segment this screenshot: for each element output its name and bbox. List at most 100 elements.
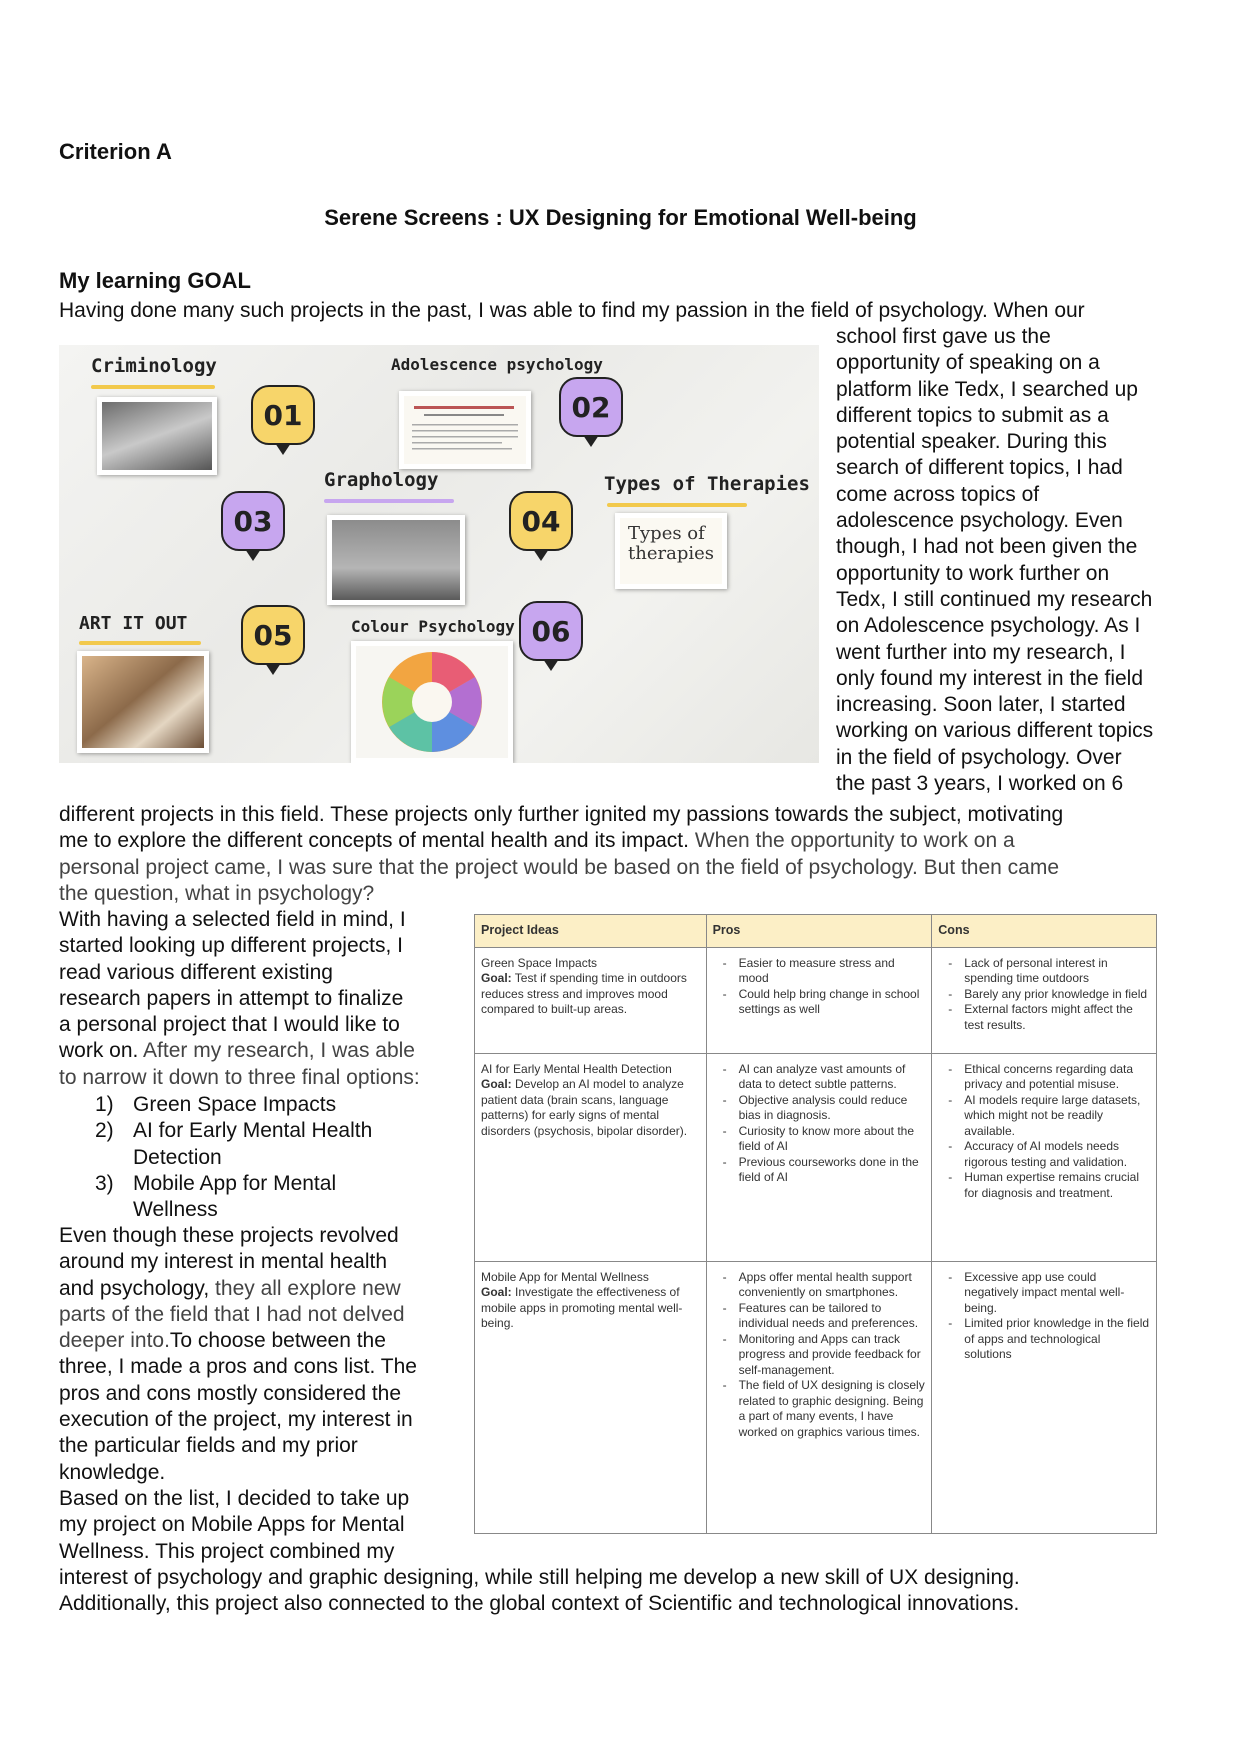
list-item: AI models require large datasets, which … — [948, 1093, 1150, 1140]
project-goal: Goal: Test if spending time in outdoors … — [481, 971, 687, 1016]
number-badge-03: 03 — [221, 491, 285, 561]
adolescence-article-thumbnail — [399, 391, 531, 469]
pros-cell: Easier to measure stress and moodCould h… — [705, 946, 933, 1054]
paragraph-line: Additionally, this project also connecte… — [59, 1592, 1020, 1616]
pros-cell: Apps offer mental health support conveni… — [705, 1260, 933, 1534]
list-item: Curiosity to know more about the field o… — [723, 1124, 926, 1155]
list-item: External factors might affect the test r… — [948, 1002, 1150, 1033]
list-item: AI can analyze vast amounts of data to d… — [723, 1062, 926, 1093]
list-item: Apps offer mental health support conveni… — [723, 1270, 926, 1301]
list-item: Could help bring change in school settin… — [723, 987, 926, 1018]
therapies-card: Types of therapies — [615, 513, 727, 589]
paragraph-line: a personal project that I would like to — [59, 1013, 400, 1037]
graphology-photo — [327, 515, 465, 605]
paragraph-line: personal project came, I was sure that t… — [59, 855, 1060, 879]
options-list: 1)Green Space Impacts 2)AI for Early Men… — [95, 1092, 455, 1223]
project-name: Green Space Impacts — [481, 955, 598, 970]
paragraph-line: to narrow it down to three final options… — [59, 1065, 420, 1089]
column-header: Cons — [931, 914, 1157, 948]
paragraph-line: interest of psychology and graphic desig… — [59, 1566, 1020, 1589]
paragraph-line: different topics to submit as a — [836, 403, 1109, 427]
pros-cons-table: Project Ideas Pros Cons Green Space Impa… — [474, 914, 1157, 1534]
paragraph-line: went further into my research, I — [836, 640, 1126, 664]
paragraph-line: Even though these projects revolved — [59, 1224, 399, 1247]
label-underline — [79, 641, 201, 645]
label-underline — [607, 503, 747, 507]
number-badge-05: 05 — [241, 605, 305, 675]
option-item: 2)AI for Early Mental Health Detection — [95, 1119, 373, 1169]
paragraph-line: research papers in attempt to finalize — [59, 986, 404, 1010]
paragraph-line: though, I had not been given the — [836, 535, 1138, 559]
paragraph-decision: Even though these projects revolved arou… — [59, 1223, 469, 1565]
paragraph-line: Wellness. This project combined my — [59, 1539, 395, 1563]
number-badge-02: 02 — [559, 377, 623, 447]
paragraph-side-column: school first gave us the opportunity of s… — [836, 324, 1196, 797]
cons-cell: Ethical concerns regarding data privacy … — [931, 1052, 1157, 1262]
label-underline — [324, 499, 454, 503]
paragraph-line: parts of the field that I had not delved — [59, 1302, 405, 1326]
table-header-row: Project Ideas Pros Cons — [474, 914, 1157, 948]
paragraph-line: work on. After my research, I was able — [59, 1039, 415, 1063]
collage-label-colour-psychology: Colour Psychology — [351, 617, 515, 636]
paragraph-research: With having a selected field in mind, I … — [59, 907, 459, 1091]
project-goal: Goal: Develop an AI model to analyze pat… — [481, 1077, 688, 1138]
paragraph-line: and psychology, they all explore new — [59, 1276, 401, 1300]
paragraph-line: working on various different topics — [836, 719, 1154, 743]
paragraph-line: platform like Tedx, I searched up — [836, 377, 1138, 401]
topics-collage-image: Criminology 01 Adolescence psychology 02… — [59, 345, 819, 763]
project-goal: Goal: Investigate the effectiveness of m… — [481, 1285, 683, 1330]
paragraph-line: adolescence psychology. Even — [836, 509, 1123, 533]
paragraph-line: deeper into.To choose between the — [59, 1329, 386, 1353]
list-item: Excessive app use could negatively impac… — [948, 1270, 1150, 1317]
list-item: Ethical concerns regarding data privacy … — [948, 1062, 1150, 1093]
paragraph-line: search of different topics, I had — [836, 456, 1123, 480]
project-name: Mobile App for Mental Wellness — [481, 1269, 649, 1284]
list-item: The field of UX designing is closely rel… — [723, 1378, 926, 1440]
paragraph-line: my project on Mobile Apps for Mental — [59, 1513, 405, 1537]
list-item: Limited prior knowledge in the field of … — [948, 1316, 1150, 1363]
section-heading: My learning GOAL — [59, 268, 251, 293]
paragraph-line: Tedx, I still continued my research — [836, 587, 1153, 611]
column-header: Project Ideas — [474, 914, 707, 948]
paragraph-line: the question, what in psychology? — [59, 881, 375, 905]
list-item: Barely any prior knowledge in field — [948, 987, 1150, 1003]
cons-cell: Lack of personal interest in spending ti… — [931, 946, 1157, 1054]
criminology-photo — [97, 397, 217, 475]
paragraph-line: three, I made a pros and cons list. The — [59, 1355, 417, 1379]
paragraph-line: come across topics of — [836, 482, 1040, 506]
list-item: Easier to measure stress and mood — [723, 956, 926, 987]
paragraph-line: opportunity of speaking on a — [836, 351, 1100, 375]
paragraph-line: only found my interest in the field — [836, 666, 1144, 690]
document-title: Serene Screens : UX Designing for Emotio… — [324, 205, 917, 230]
list-item: Features can be tailored to individual n… — [723, 1301, 926, 1332]
paragraph-continuation: different projects in this field. These … — [59, 802, 1199, 907]
column-header: Pros — [705, 914, 933, 948]
project-name: AI for Early Mental Health Detection — [481, 1061, 672, 1076]
paragraph-line: around my interest in mental health — [59, 1250, 388, 1274]
art-it-out-photo — [77, 651, 209, 753]
paragraph-line: knowledge. — [59, 1460, 166, 1484]
cons-cell: Excessive app use could negatively impac… — [931, 1260, 1157, 1534]
list-item: Lack of personal interest in spending ti… — [948, 956, 1150, 987]
collage-label-art-it-out: ART IT OUT — [79, 613, 188, 634]
number-badge-01: 01 — [251, 385, 315, 455]
paragraph-line: the particular fields and my prior — [59, 1434, 358, 1458]
paragraph-line: in the field of psychology. Over — [836, 745, 1122, 769]
number-badge-06: 06 — [519, 601, 583, 671]
paragraph-line: opportunity to work further on — [836, 561, 1110, 585]
pros-cell: AI can analyze vast amounts of data to d… — [705, 1052, 933, 1262]
list-item: Objective analysis could reduce bias in … — [723, 1093, 926, 1124]
paragraph-line: pros and cons mostly considered the — [59, 1381, 402, 1405]
list-item: Human expertise remains crucial for diag… — [948, 1170, 1150, 1201]
paragraph-line: school first gave us the — [836, 325, 1051, 348]
paragraph-line: With having a selected field in mind, I — [59, 908, 406, 931]
collage-label-criminology: Criminology — [91, 355, 217, 377]
label-underline — [91, 385, 215, 389]
option-item: 3)Mobile App for Mental Wellness — [95, 1171, 337, 1222]
paragraph-line: potential speaker. During this — [836, 430, 1107, 454]
paragraph-conclusion: interest of psychology and graphic desig… — [59, 1565, 1209, 1618]
